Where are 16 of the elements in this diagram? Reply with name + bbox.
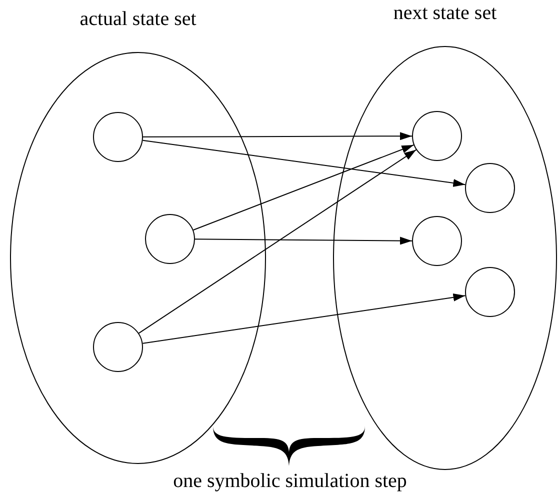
- caption-text: one symbolic simulation step: [173, 470, 407, 493]
- state-circle: [145, 214, 195, 264]
- state-circle: [93, 112, 143, 162]
- state-circle: [465, 163, 515, 213]
- set-heading: next state set: [393, 2, 497, 25]
- arrow: [194, 236, 412, 245]
- arrow: [142, 293, 466, 344]
- set-heading: actual state set: [80, 8, 196, 31]
- arrow: [192, 144, 414, 230]
- arrow: [142, 132, 412, 140]
- state-circle: [412, 111, 462, 161]
- arrow: [138, 149, 417, 334]
- state-circle: [93, 322, 143, 372]
- arrow: [142, 140, 466, 187]
- state-circle: [465, 267, 515, 317]
- state-circle: [412, 216, 462, 266]
